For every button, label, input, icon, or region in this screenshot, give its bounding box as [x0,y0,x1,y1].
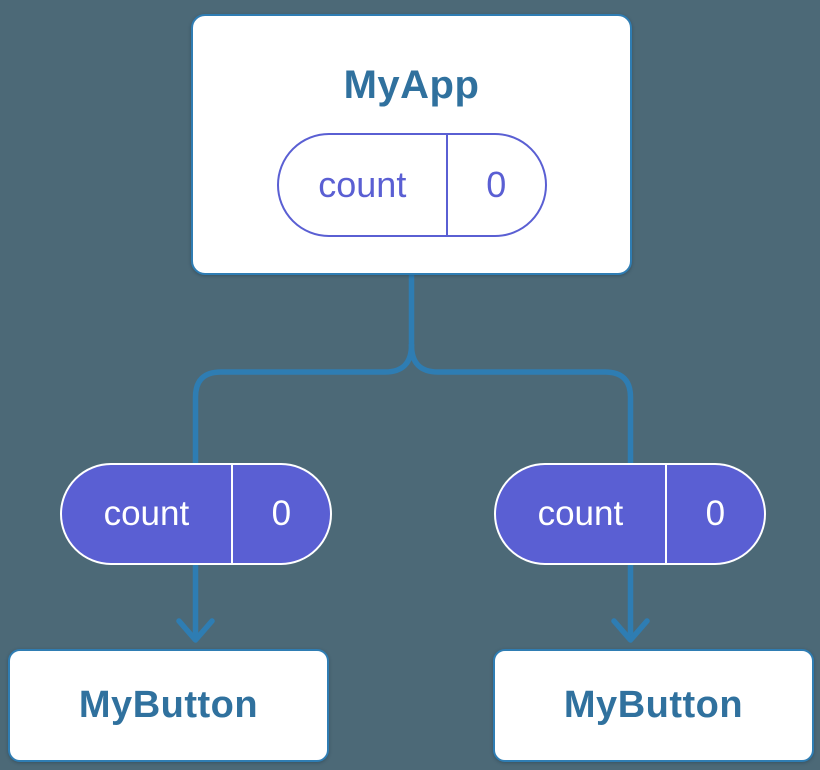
myapp-title: MyApp [343,62,480,107]
branch-right-line [408,342,634,640]
state-pill-value: 0 [486,163,507,205]
prop-pill-value: 0 [271,494,292,533]
mybutton-left-node-card: MyButton [8,649,329,762]
myapp-state-pill: count 0 [276,132,547,237]
right-prop-pill: count 0 [494,463,766,565]
arrowhead-right-icon [611,618,650,643]
prop-pill-label: count [62,465,233,563]
prop-pill-value: 0 [705,494,726,533]
arrowhead-left-icon [176,618,215,643]
myapp-node-card: MyApp count 0 [191,14,632,275]
mybutton-title: MyButton [563,684,744,726]
mybutton-title: MyButton [78,684,259,726]
left-prop-pill: count 0 [60,463,332,565]
state-pill-label: count [279,134,449,235]
prop-pill-label: count [496,465,667,563]
mybutton-right-node-card: MyButton [493,649,814,762]
branch-left-line [192,342,415,640]
